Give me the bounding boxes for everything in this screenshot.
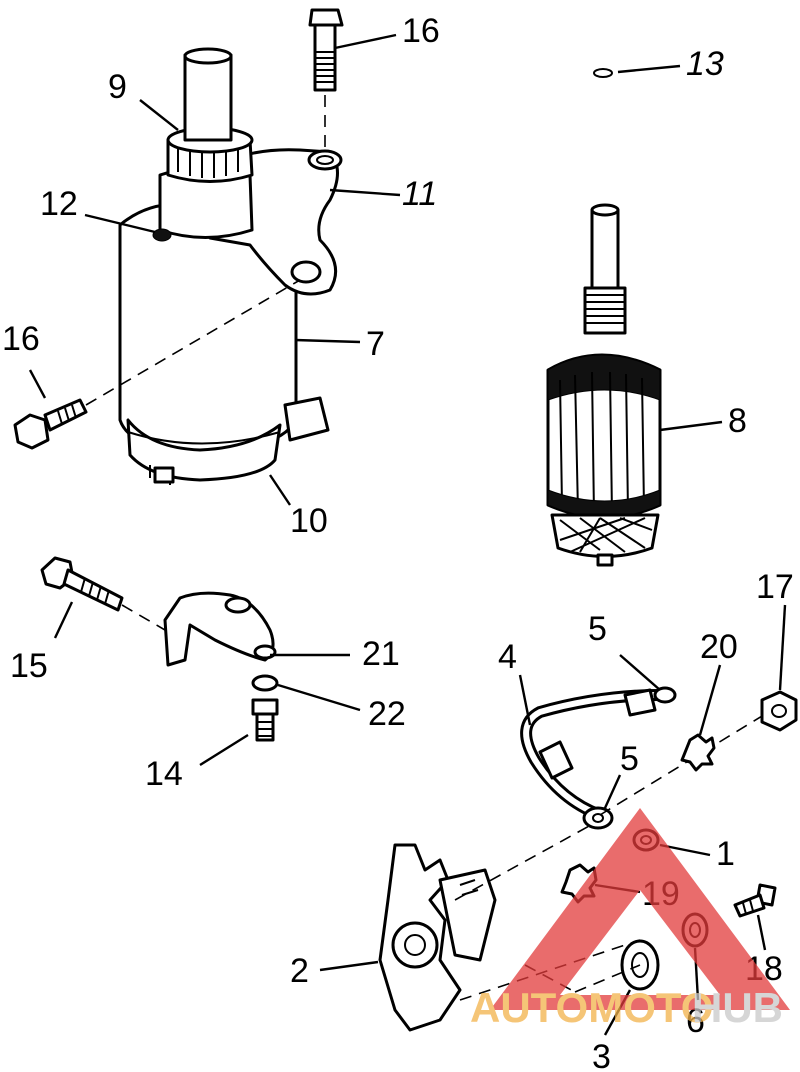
cable-4 xyxy=(520,688,661,821)
label-9: 9 xyxy=(108,68,127,106)
label-12: 12 xyxy=(40,185,78,223)
label-1: 1 xyxy=(716,835,735,873)
bracket-21 xyxy=(163,591,277,667)
solenoid-2 xyxy=(378,843,497,1032)
label-8: 8 xyxy=(728,402,747,440)
starter-motor-housing xyxy=(118,47,343,485)
bolt-16-top xyxy=(308,8,344,92)
screw-14 xyxy=(251,698,279,742)
label-14: 14 xyxy=(145,755,183,793)
bolt-16-left xyxy=(13,398,88,450)
label-10: 10 xyxy=(290,502,328,540)
label-15: 15 xyxy=(10,647,48,685)
label-16-top: 16 xyxy=(402,12,440,50)
label-17: 17 xyxy=(756,568,794,606)
label-22: 22 xyxy=(368,695,406,733)
label-21: 21 xyxy=(362,635,400,673)
watermark-text-hub: HUB xyxy=(692,984,783,1031)
watermark-triangle-logo xyxy=(490,808,790,1010)
armature xyxy=(546,203,662,567)
label-6: 6 xyxy=(686,1002,705,1040)
label-20: 20 xyxy=(700,628,738,666)
label-7: 7 xyxy=(366,325,385,363)
lock-washer-20 xyxy=(680,733,716,772)
label-5-lower: 5 xyxy=(620,740,639,778)
terminal-lug-5-lower xyxy=(582,806,614,830)
terminal-lug-5-upper xyxy=(653,686,677,704)
label-2: 2 xyxy=(290,952,309,990)
automotohub-watermark: AUTOMOTO HUB xyxy=(470,808,790,1031)
watermark-text-automoto: AUTOMOTO xyxy=(470,984,713,1031)
label-13: 13 xyxy=(686,45,724,83)
washer-22 xyxy=(251,674,279,692)
retaining-ring-13 xyxy=(593,68,613,78)
label-11: 11 xyxy=(402,175,437,213)
bolt-15 xyxy=(40,556,124,612)
nut-17 xyxy=(760,690,798,732)
label-3: 3 xyxy=(592,1038,611,1072)
screw-18 xyxy=(733,883,777,918)
label-4: 4 xyxy=(498,638,517,676)
label-5-upper: 5 xyxy=(588,610,607,648)
label-16-left: 16 xyxy=(2,320,40,358)
